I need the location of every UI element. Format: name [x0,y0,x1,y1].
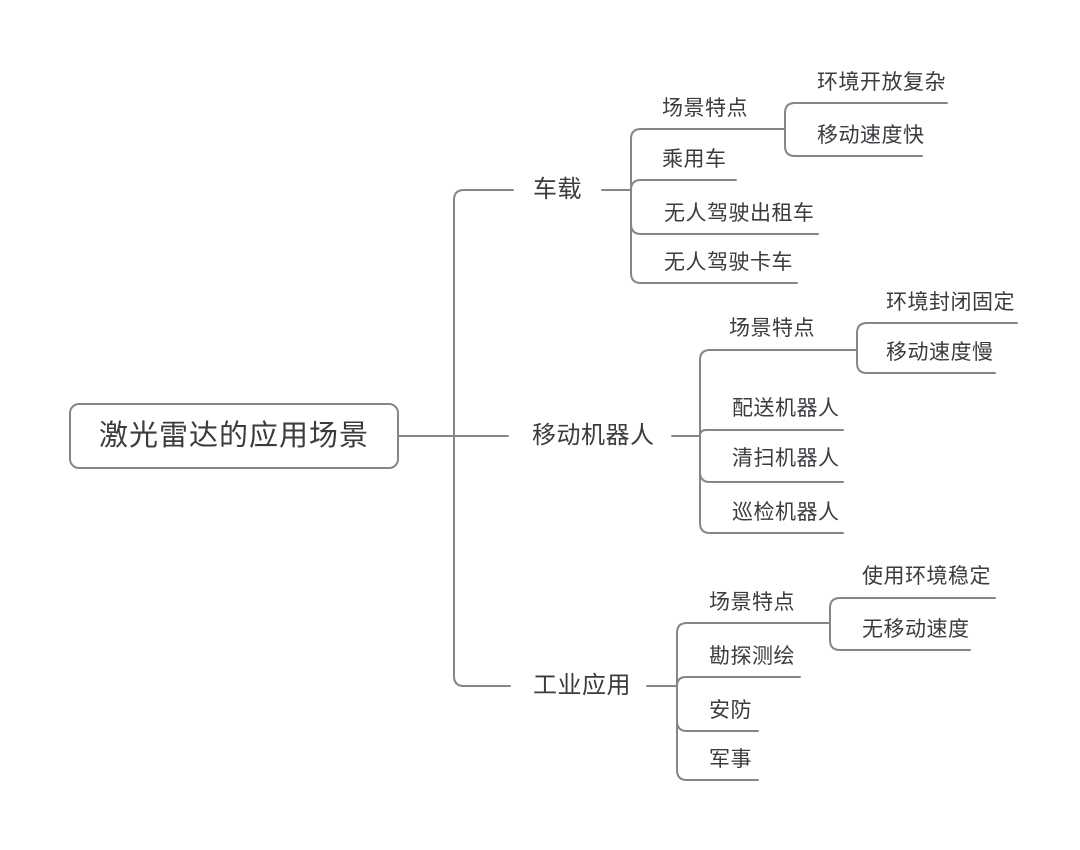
node-delivery-robot[interactable]: 配送机器人 [732,397,840,420]
connector-slow-move-speed [856,349,996,374]
connector-rail-to-industrial [453,435,511,687]
node-passenger-car[interactable]: 乘用车 [662,148,727,171]
node-robot-scene-features[interactable]: 场景特点 [729,317,815,340]
connector-inspection-robot [699,435,844,534]
node-vehicle[interactable]: 车载 [533,176,582,203]
connector-surveying [676,676,801,687]
node-slow-move-speed[interactable]: 移动速度慢 [886,341,994,364]
connector-military [676,685,759,781]
connector-delivery-robot [699,429,844,437]
node-vehicle-scene-features[interactable]: 场景特点 [662,97,748,120]
connector-robot-scene-features [699,349,858,437]
node-mobile-robot[interactable]: 移动机器人 [532,422,655,449]
node-fast-move-speed[interactable]: 移动速度快 [817,124,925,147]
node-root[interactable]: 激光雷达的应用场景 [69,403,399,469]
connector-passenger-car [630,179,737,191]
node-env-open-complex[interactable]: 环境开放复杂 [817,71,946,94]
connector-rail-to-vehicle [453,189,514,437]
node-military[interactable]: 军事 [709,748,752,771]
node-industrial[interactable]: 工业应用 [533,672,631,699]
connector-no-move-speed [829,622,971,651]
node-industrial-scene-features[interactable]: 场景特点 [709,591,795,614]
node-security[interactable]: 安防 [709,699,752,722]
connector-industrial-scene-features [676,622,831,687]
node-driverless-taxi[interactable]: 无人驾驶出租车 [664,202,815,225]
connector-vehicle-scene-features [630,128,786,191]
node-surveying[interactable]: 勘探测绘 [709,645,795,668]
node-env-closed-fixed[interactable]: 环境封闭固定 [886,291,1015,314]
connector-stable-env [829,597,996,624]
connector-env-open-complex [784,102,948,130]
connector-driverless-truck [630,189,798,284]
node-cleaning-robot[interactable]: 清扫机器人 [732,447,840,470]
connector-env-closed-fixed [856,322,1018,351]
connector-fast-move-speed [784,128,923,157]
node-stable-env[interactable]: 使用环境稳定 [862,565,991,588]
node-inspection-robot[interactable]: 巡检机器人 [732,501,840,524]
node-no-move-speed[interactable]: 无移动速度 [862,618,970,641]
root-label: 激光雷达的应用场景 [98,419,369,452]
node-driverless-truck[interactable]: 无人驾驶卡车 [664,251,793,274]
